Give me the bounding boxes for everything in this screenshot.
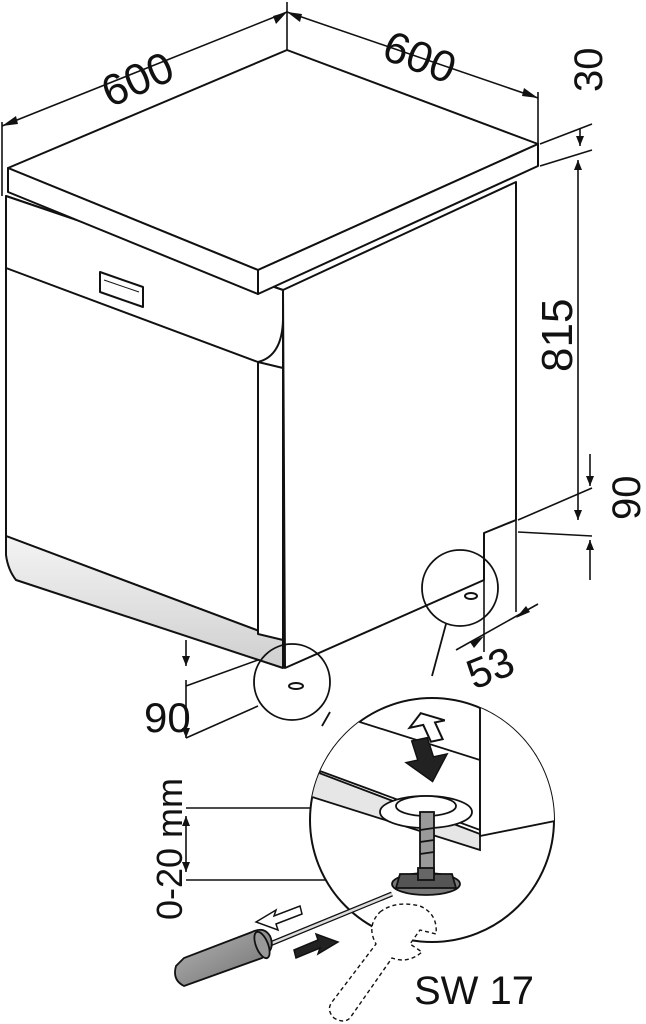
thickness-label: 30 <box>567 48 611 93</box>
worktop-side <box>257 143 539 295</box>
appliance-body <box>5 49 539 690</box>
screwdriver-icon <box>174 891 393 987</box>
width-label: 600 <box>376 22 462 94</box>
plinth-height-right-label: 90 <box>605 476 646 521</box>
display-window <box>99 271 144 308</box>
wrench-size-label: SW 17 <box>414 969 534 1013</box>
wrench-icon <box>328 903 437 1022</box>
plinth-recess-label: 53 <box>460 637 521 698</box>
foot-adjustment-label: 0-20 mm <box>149 778 190 920</box>
detail-markers <box>253 549 499 727</box>
raise-arrow-icon <box>407 712 446 743</box>
plinth-front <box>5 535 284 669</box>
plinth-height-left-label: 90 <box>144 694 191 741</box>
foot-detail <box>309 697 555 943</box>
lower-arrow-icon <box>404 736 449 783</box>
dimension-lines <box>1 2 593 881</box>
side-panel <box>282 181 517 669</box>
door-edge <box>257 361 284 641</box>
dimension-arrowheads <box>2 12 594 872</box>
height-label: 815 <box>533 299 582 372</box>
